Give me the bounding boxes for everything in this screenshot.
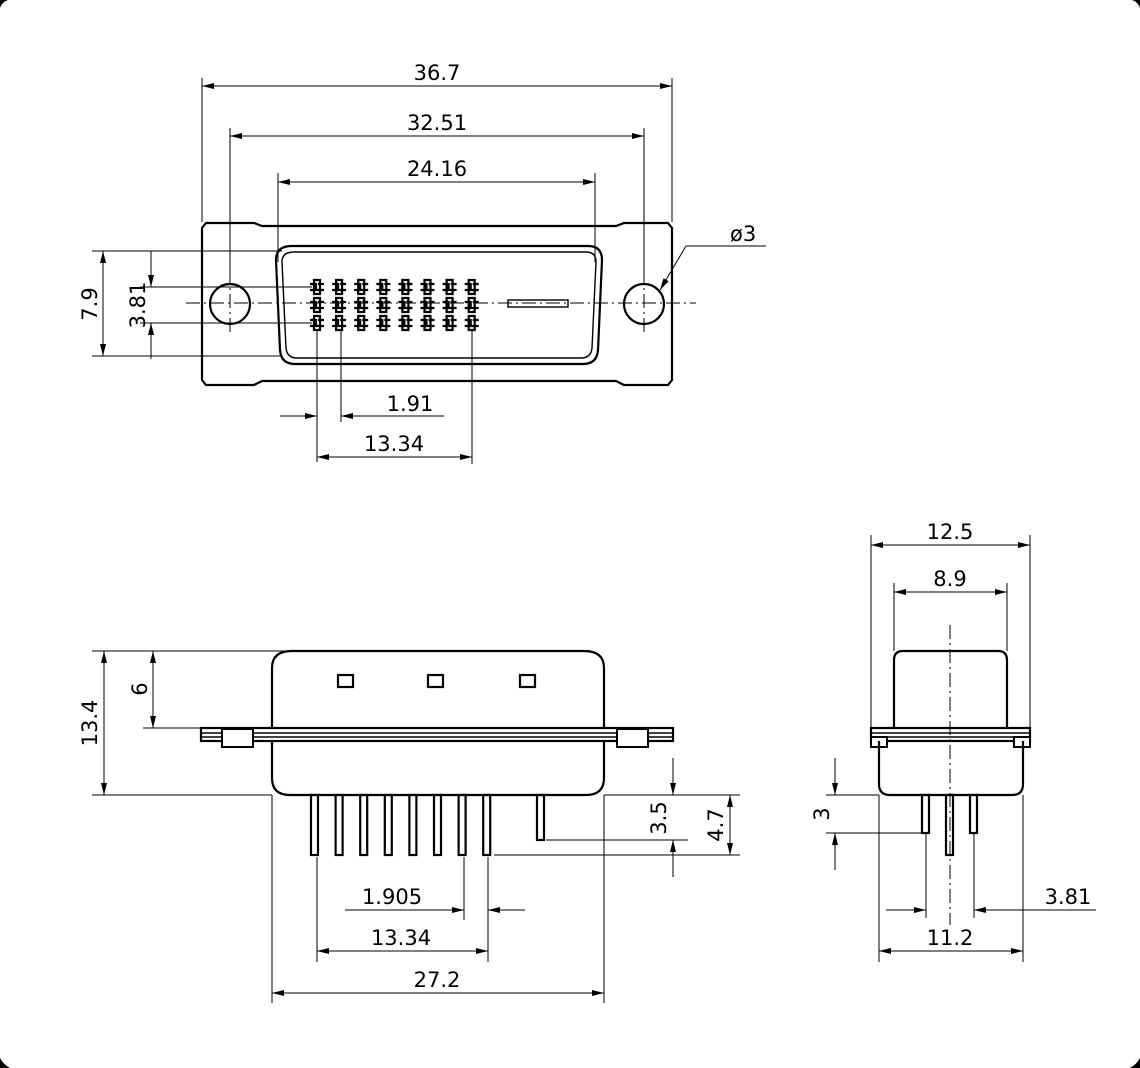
pin-contact	[398, 278, 413, 296]
dim-pin-span-top: 13.34	[364, 432, 424, 456]
top-view: 36.7 32.51 24.16 ø3 7.9 3.81 1.91 13.34	[78, 61, 766, 464]
front-view: 13.4 6 3.5 4.7 1.905 13.34 27.2	[78, 649, 740, 1003]
dim-row-pitch: 3.81	[1045, 885, 1092, 909]
dim-body-depth: 11.2	[927, 926, 974, 950]
front-pin	[408, 793, 418, 857]
pin-contact	[376, 278, 391, 296]
front-pin	[383, 793, 393, 857]
pin-contact	[420, 278, 435, 296]
pin-contact	[442, 314, 457, 332]
dim-overall-width: 36.7	[414, 61, 461, 85]
side-body	[877, 741, 1025, 797]
front-body-lower	[270, 741, 606, 797]
pin-array	[310, 278, 479, 332]
front-pins	[309, 793, 492, 857]
front-pin	[457, 793, 467, 857]
pin-contact	[442, 278, 457, 296]
pin-contact	[398, 314, 413, 332]
side-pin-left	[920, 793, 931, 835]
dim-row-span: 3.81	[126, 282, 150, 329]
pin-contact	[354, 314, 369, 332]
dim-shell-depth: 8.9	[933, 567, 966, 591]
dim-total-height: 13.4	[78, 700, 102, 747]
dim-pin-span-front: 13.34	[371, 926, 431, 950]
front-pin	[334, 793, 344, 857]
pin-contact	[332, 296, 347, 314]
shell-inner	[281, 251, 597, 359]
dim-flange-depth: 12.5	[927, 520, 974, 544]
side-view: 12.5 8.9 3 3.81 11.2	[810, 520, 1096, 962]
pin-contact	[420, 314, 435, 332]
front-pin	[309, 793, 320, 857]
dim-pin-length: 3.5	[647, 801, 671, 834]
blade-contact	[507, 299, 569, 308]
dim-flange-height: 7.9	[78, 287, 102, 320]
corner-mark-br	[1130, 1058, 1140, 1068]
front-pin	[432, 793, 443, 857]
flange-outline	[200, 221, 674, 387]
pin-contact	[310, 278, 324, 296]
pin-contact	[464, 278, 479, 296]
front-blade-pin	[535, 793, 546, 842]
dim-hole-diameter: ø3	[730, 222, 756, 246]
front-flange-nut-left	[221, 728, 254, 748]
dim-hole-pitch: 32.51	[407, 111, 467, 135]
front-flange-nut-right	[616, 728, 649, 748]
front-shell-upper	[270, 649, 606, 727]
front-pin	[359, 793, 369, 857]
shell-outer	[274, 244, 604, 366]
front-flange	[199, 726, 675, 743]
side-pin-right	[968, 793, 979, 835]
pin-contact	[332, 278, 347, 296]
front-pin	[482, 793, 492, 857]
dim-pin-pitch-top: 1.91	[387, 392, 434, 416]
dim-pin-pitch-front: 1.905	[362, 885, 422, 909]
pin-contact	[464, 296, 479, 314]
pin-contact	[442, 296, 457, 314]
pin-contact	[354, 296, 369, 314]
dim-pin-length-total: 4.7	[704, 808, 728, 841]
corner-mark-tr	[1132, 0, 1140, 8]
corner-mark-bl	[0, 1058, 10, 1068]
pin-contact	[332, 314, 347, 332]
pin-contact	[376, 296, 391, 314]
pin-contact	[354, 278, 369, 296]
pin-contact	[310, 296, 324, 314]
corner-mark-tl	[0, 0, 8, 8]
front-window-1	[336, 673, 355, 689]
pin-contact	[398, 296, 413, 314]
dim-standoff: 3	[810, 807, 834, 820]
pin-contact	[376, 314, 391, 332]
dim-shell-height: 6	[128, 682, 152, 695]
pin-contact	[464, 314, 479, 332]
pin-contact	[310, 314, 324, 332]
dim-shell-width: 24.16	[407, 157, 467, 181]
dim-body-width: 27.2	[414, 968, 461, 992]
pin-contact	[420, 296, 435, 314]
front-window-3	[518, 673, 537, 689]
front-window-2	[426, 673, 445, 689]
